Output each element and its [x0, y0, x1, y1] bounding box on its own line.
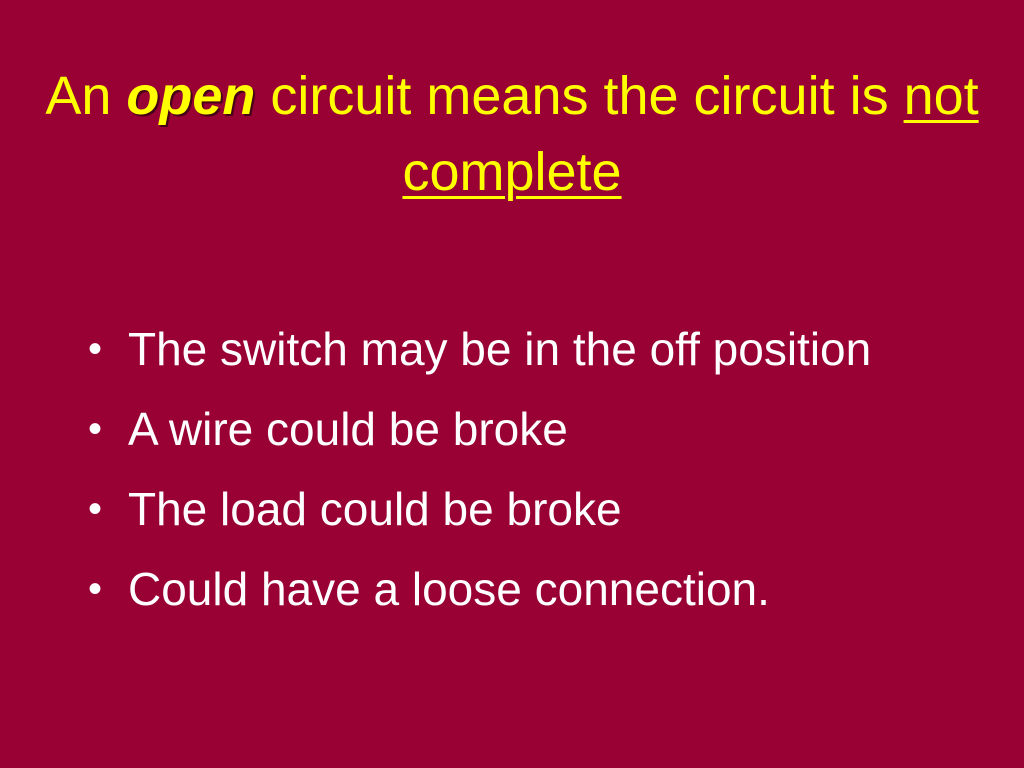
bullet-dot-icon: •: [88, 407, 103, 451]
title-emphasis: open: [126, 66, 256, 126]
bullet-text: The load could be broke: [128, 483, 622, 535]
bullet-item: • Could have a loose connection.: [84, 558, 984, 620]
bullet-dot-icon: •: [88, 567, 103, 611]
slide-title: An open circuit means the circuit is not…: [40, 58, 984, 210]
title-underlined: not complete: [402, 66, 979, 202]
title-text-middle: circuit means the circuit is: [255, 66, 904, 126]
bullet-text: A wire could be broke: [128, 403, 568, 455]
bullet-dot-icon: •: [88, 327, 103, 371]
bullet-text: Could have a loose connection.: [128, 563, 770, 615]
bullet-text: The switch may be in the off position: [128, 323, 872, 375]
title-text-start: An: [45, 66, 127, 126]
bullet-list: • The switch may be in the off position …: [84, 318, 984, 638]
bullet-item: • The load could be broke: [84, 478, 984, 540]
bullet-item: • The switch may be in the off position: [84, 318, 984, 380]
bullet-item: • A wire could be broke: [84, 398, 984, 460]
bullet-dot-icon: •: [88, 487, 103, 531]
